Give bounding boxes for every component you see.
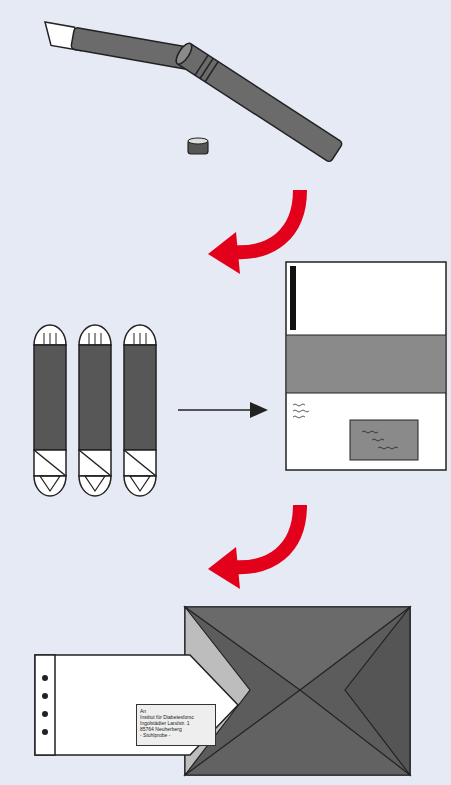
address-line: - Stuhlprobe - — [140, 732, 212, 738]
letter — [35, 655, 238, 755]
curved-arrow — [208, 505, 300, 589]
address-line: 85764 Neuherberg — [140, 726, 212, 732]
address-line: Institut für Diabetesforsc — [140, 714, 212, 720]
straight-arrow — [178, 402, 268, 418]
address-line: An — [140, 708, 212, 714]
address-label: AnInstitut für DiabetesforscIngolstädter… — [136, 704, 216, 746]
address-line: Ingolstädter Landstr. 1 — [140, 720, 212, 726]
cap — [188, 138, 208, 154]
vials — [34, 325, 156, 496]
sample-tube — [41, 22, 343, 163]
form-sheet — [286, 262, 446, 470]
